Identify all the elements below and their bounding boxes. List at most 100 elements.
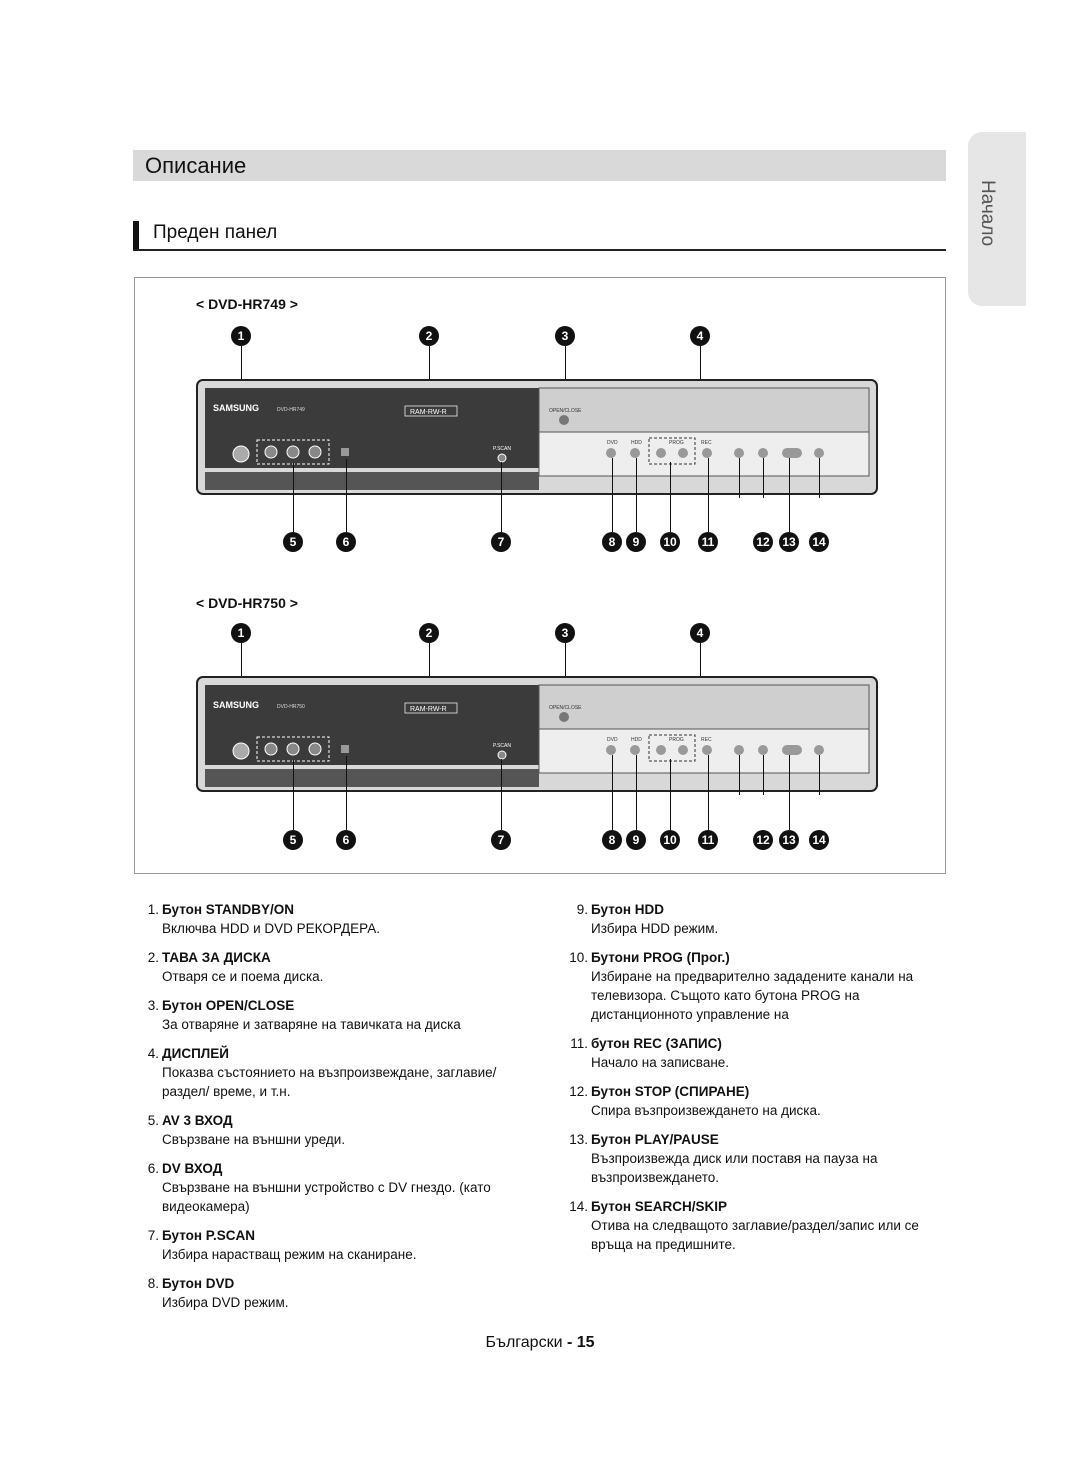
hdd-label: HDD — [631, 737, 642, 743]
prog-label: PROG — [669, 440, 684, 446]
item-number: 1. — [147, 902, 159, 917]
callout-12-top: 12 — [753, 532, 773, 552]
leader-line — [293, 760, 294, 830]
callout-7-top: 7 — [491, 532, 511, 552]
item-title: AV 3 ВХОД — [162, 1113, 233, 1128]
leader-line — [636, 458, 637, 532]
leader-line — [346, 459, 347, 532]
rec-label: REC — [701, 440, 712, 446]
list-item: 6.DV ВХОД Свързване на външни устройство … — [131, 1159, 521, 1216]
leader-line — [346, 756, 347, 830]
callout-6-bottom: 6 — [336, 830, 356, 850]
callout-11-top: 11 — [698, 532, 718, 552]
callout-8-top: 8 — [602, 532, 622, 552]
callout-2-bottom: 2 — [419, 623, 439, 643]
callout-3-bottom: 3 — [555, 623, 575, 643]
item-description: Избира DVD режим. — [162, 1295, 289, 1310]
item-description: Възпроизвежда диск или поставя на пауза … — [591, 1151, 878, 1185]
model-label-hr750: < DVD-HR750 > — [196, 595, 298, 611]
callout-12-bottom: 12 — [753, 830, 773, 850]
leader-line — [612, 458, 613, 532]
dvd-label: DVD — [607, 440, 618, 446]
leader-line — [763, 755, 764, 795]
leader-line — [670, 462, 671, 532]
callout-8-bottom: 8 — [602, 830, 622, 850]
rec-label: REC — [701, 737, 712, 743]
item-description: Свързване на външни уреди. — [162, 1132, 346, 1147]
device-model: DVD-HR749 — [277, 407, 305, 413]
prog-label: PROG — [669, 737, 684, 743]
leader-line — [819, 755, 820, 795]
callout-11-bottom: 11 — [698, 830, 718, 850]
list-item: 11.бутон REC (ЗАПИС)Начало на записване. — [560, 1034, 950, 1072]
item-description: Свързване на външни устройство с DV гнез… — [162, 1180, 491, 1214]
callout-5-top: 5 — [283, 532, 303, 552]
leader-line — [565, 346, 566, 408]
leader-line — [739, 458, 740, 498]
item-number: 7. — [147, 1228, 159, 1243]
item-number: 2. — [147, 950, 159, 965]
leader-line — [636, 755, 637, 830]
pscan-label: P.SCAN — [493, 446, 511, 452]
callout-13-top: 13 — [779, 532, 799, 552]
device-brand: SAMSUNG — [213, 403, 259, 413]
item-title: Бутон P.SCAN — [162, 1228, 256, 1243]
list-item: 10.Бутони PROG (Прог.)Избиране на предва… — [560, 948, 950, 1024]
item-number: 5. — [147, 1113, 159, 1128]
list-item: 7.Бутон P.SCAN Избира нарастващ режим на … — [131, 1226, 521, 1264]
subsection-title: Преден панел — [153, 222, 278, 243]
device-badge: RAM-RW-R — [410, 409, 447, 416]
item-description: Начало на записване. — [591, 1055, 730, 1070]
item-title: Бутон STOP (СПИРАНЕ) — [591, 1084, 750, 1099]
callout-14-top: 14 — [809, 532, 829, 552]
item-description: Отива на следващото заглавие/раздел/запи… — [591, 1218, 919, 1252]
callout-4-top: 4 — [690, 326, 710, 346]
item-description: За отваряне и затваряне на тавичката на … — [162, 1017, 461, 1032]
leader-line — [293, 463, 294, 532]
item-description: Отваря се и поема диска. — [162, 969, 324, 984]
item-description: Избира нарастващ режим на сканиране. — [162, 1247, 417, 1262]
item-number: 4. — [147, 1046, 159, 1061]
item-number: 8. — [147, 1276, 159, 1291]
item-description: Спира възпроизвеждането на диска. — [591, 1103, 821, 1118]
item-description: Включва HDD и DVD РЕКОРДЕРА. — [162, 921, 380, 936]
item-title: Бутон DVD — [162, 1276, 235, 1291]
item-number: 6. — [147, 1161, 159, 1176]
device-model: DVD-HR750 — [277, 704, 305, 710]
chapter-side-tab: Начало — [968, 132, 1026, 306]
item-number: 12. — [569, 1084, 588, 1099]
footer-language: Български — [485, 1334, 563, 1351]
callout-10-bottom: 10 — [660, 830, 680, 850]
item-title: DV ВХОД — [162, 1161, 223, 1176]
footer-separator: - — [566, 1334, 573, 1351]
callout-6-top: 6 — [336, 532, 356, 552]
item-description: Избира HDD режим. — [591, 921, 719, 936]
leader-line — [763, 458, 764, 498]
subsection-header: Преден панел — [133, 221, 946, 251]
leader-line — [789, 755, 790, 830]
subsection-marker — [133, 221, 139, 249]
list-item: 12.Бутон STOP (СПИРАНЕ) Спира възпроизвеж… — [560, 1082, 950, 1120]
item-title: ДИСПЛЕЙ — [162, 1046, 229, 1061]
leader-line — [501, 462, 502, 532]
callout-3-top: 3 — [555, 326, 575, 346]
item-title: Бутон SEARCH/SKIP — [591, 1199, 728, 1214]
item-number: 9. — [576, 902, 588, 917]
device-brand: SAMSUNG — [213, 700, 259, 710]
item-description: Избиране на предварително зададените кан… — [591, 969, 914, 1022]
page-footer: Български - 15 — [0, 1334, 1080, 1352]
pscan-label: P.SCAN — [493, 743, 511, 749]
model-label-hr749: < DVD-HR749 > — [196, 296, 298, 312]
section-title: Описание — [145, 153, 247, 178]
callout-10-top: 10 — [660, 532, 680, 552]
recorder-front-panel-hr750: SAMSUNG DVD-HR750 RAM-RW-R P.SCAN OPEN/C… — [196, 676, 878, 792]
item-number: 11. — [570, 1036, 588, 1051]
front-panel-figure — [134, 277, 946, 874]
leader-line — [739, 755, 740, 795]
